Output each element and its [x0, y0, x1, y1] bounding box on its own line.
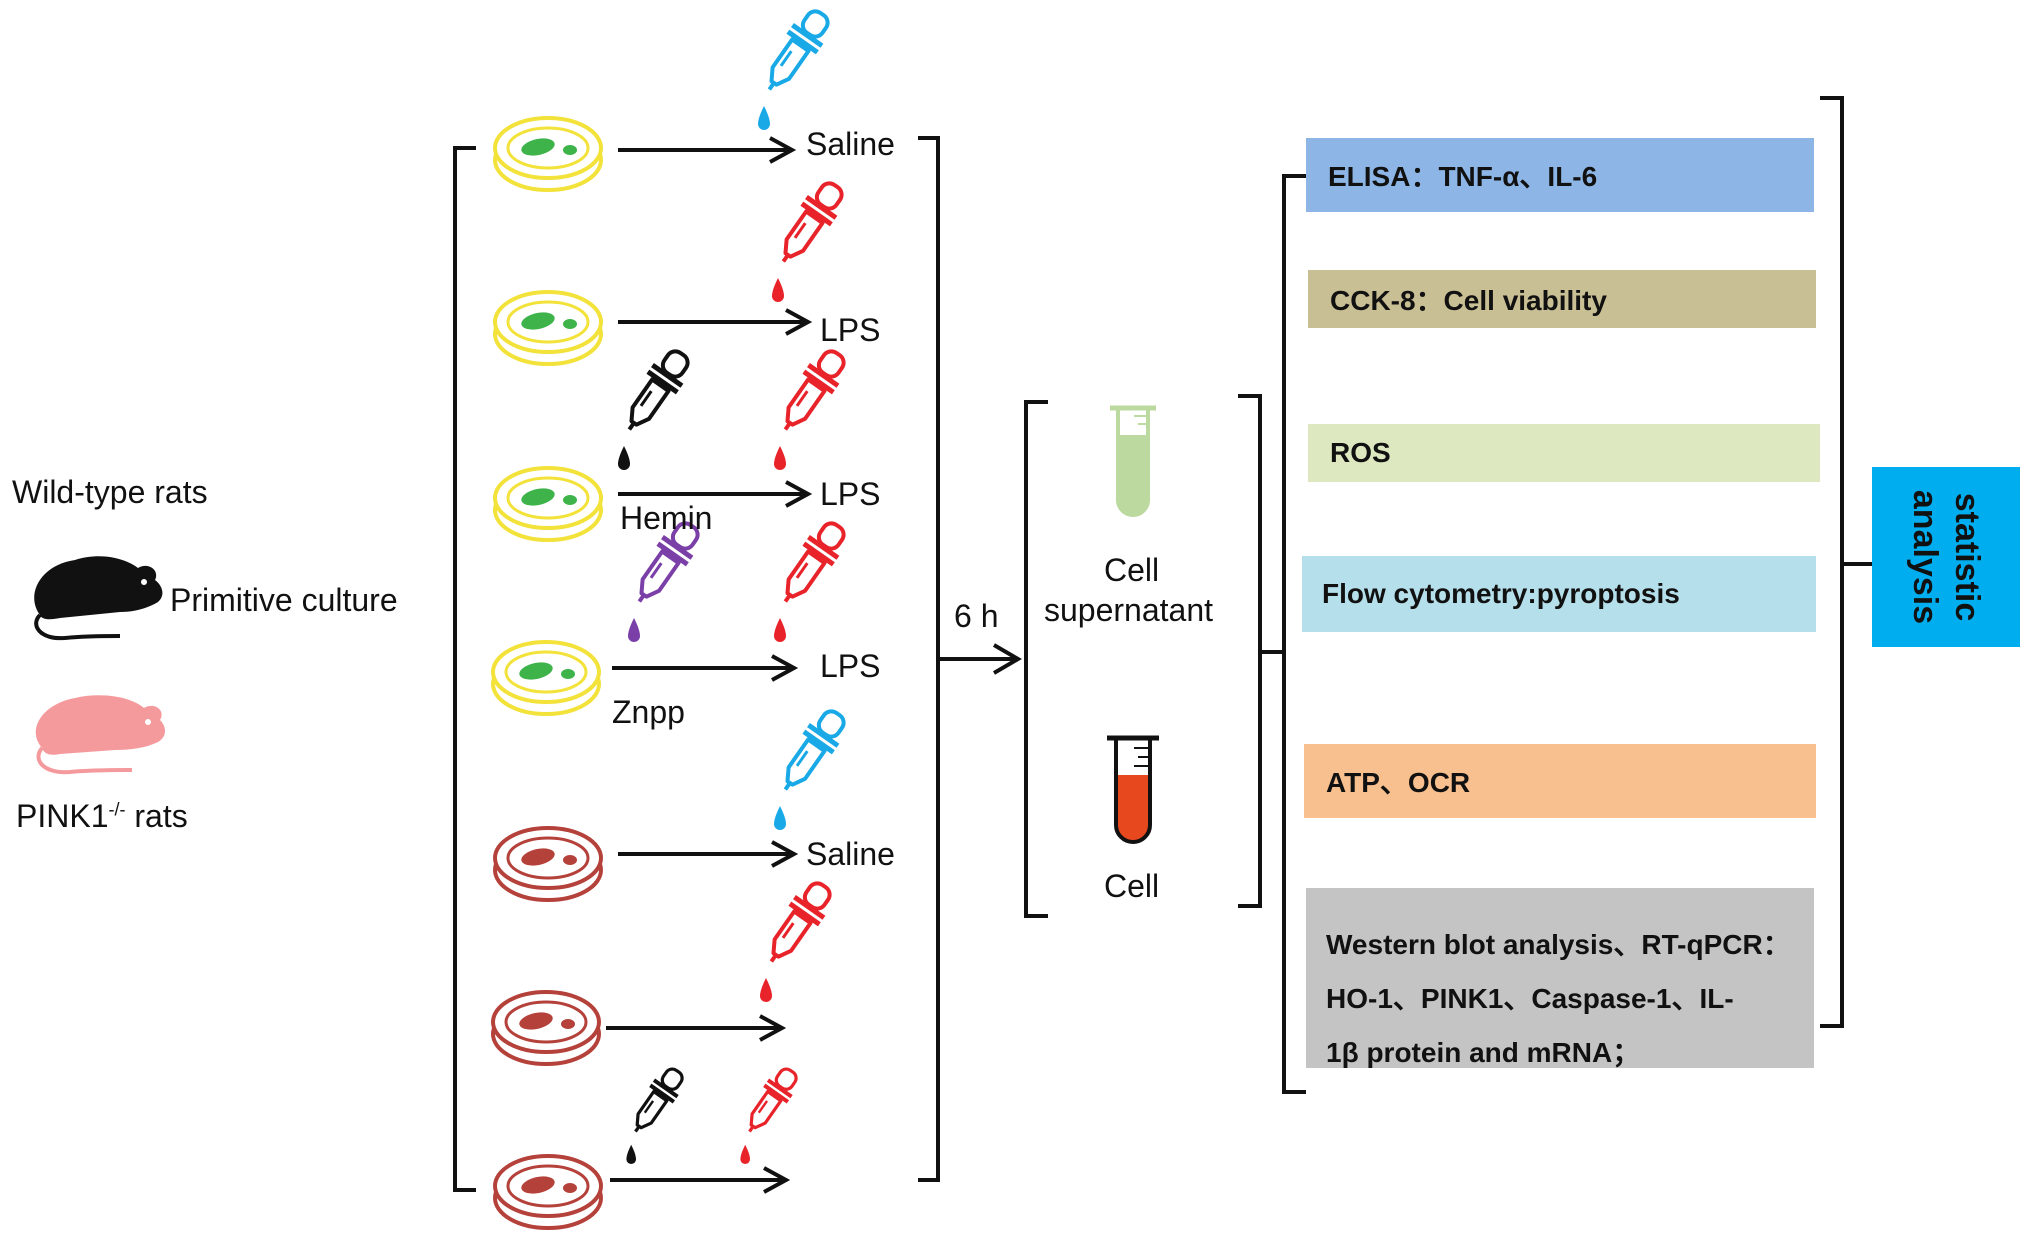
saline-label-1: Saline: [806, 126, 895, 162]
statistic-line-1: statistic: [1948, 492, 1986, 622]
saline-dropper-icon: [755, 4, 837, 130]
elisa-box: ELISA：TNF-α、IL-6: [1306, 138, 1814, 212]
sample-left-bracket: [1024, 400, 1048, 918]
western-line-2: HO-1、PINK1、Caspase-1、IL-: [1326, 983, 1734, 1014]
lps-dropper-icon: [757, 876, 839, 1002]
petri-dish-icon: [493, 290, 603, 366]
left-bracket: [453, 146, 476, 1192]
znpp-label: Znpp: [612, 694, 685, 730]
saline-label-2: Saline: [806, 836, 895, 872]
atp-ocr-box: ATP、OCR: [1304, 744, 1816, 818]
flow-cytometry-box: Flow cytometry:pyroptosis: [1302, 556, 1816, 632]
western-blot-box: Western blot analysis、RT-qPCR： HO-1、PINK…: [1306, 888, 1814, 1068]
time-label: 6 h: [954, 598, 999, 634]
sample-right-bracket: [1238, 394, 1262, 908]
lps-label-1: LPS: [820, 312, 881, 348]
lps-label-2: LPS: [820, 476, 881, 512]
assay-bracket: [1282, 174, 1306, 1094]
statistic-analysis-box: statistic analysis: [1872, 467, 2020, 647]
arrow-icon: [606, 1014, 787, 1042]
statistic-line-2: analysis: [1906, 489, 1944, 625]
lps-dropper-icon: [771, 516, 853, 642]
supernatant-tube-icon: [1110, 405, 1156, 517]
hemin-label: Hemin: [620, 500, 713, 536]
lps-dropper-icon: [771, 344, 853, 470]
western-line-1: Western blot analysis、RT-qPCR：: [1326, 929, 1791, 960]
arrow-icon: [612, 654, 799, 682]
ros-box: ROS: [1308, 424, 1820, 482]
arrow-6h: [938, 643, 1022, 675]
middle-bracket: [918, 136, 940, 1182]
supernatant-label-line2: supernatant: [1044, 592, 1214, 628]
lps-dropper-icon: [738, 1063, 804, 1164]
arrow-icon: [618, 840, 799, 868]
cell-tube-icon: [1107, 735, 1159, 844]
wild-type-rat-icon: [34, 556, 163, 641]
cck8-box: CCK-8：Cell viability: [1308, 270, 1816, 328]
primitive-culture-label: Primitive culture: [170, 582, 398, 618]
saline-dropper-icon: [771, 704, 853, 830]
petri-dish-icon: [493, 116, 603, 192]
hemin-dropper-icon: [615, 344, 697, 470]
arrow-icon: [618, 308, 813, 336]
arrow-icon: [618, 480, 813, 508]
western-line-3: 1β protein and mRNA；: [1326, 1037, 1641, 1068]
hemin-dropper-icon: [624, 1063, 690, 1164]
petri-dish-icon: [491, 990, 601, 1066]
lps-label-3: LPS: [820, 648, 881, 684]
petri-dish-icon: [493, 466, 603, 542]
pink1-rat-icon: [35, 695, 165, 775]
arrow-icon: [610, 1166, 791, 1194]
arrow-icon: [618, 136, 797, 164]
supernatant-label-line1: Cell: [1104, 552, 1160, 588]
lps-dropper-icon: [769, 176, 851, 302]
petri-dish-icon: [493, 826, 603, 902]
petri-dish-icon: [493, 1154, 603, 1230]
final-bracket: [1820, 96, 1844, 1028]
pink1-rats-label: PINK1-/- rats: [16, 798, 188, 834]
petri-dish-icon: [491, 640, 601, 716]
wild-type-rats-label: Wild-type rats: [12, 474, 208, 510]
cell-label: Cell: [1104, 868, 1160, 904]
